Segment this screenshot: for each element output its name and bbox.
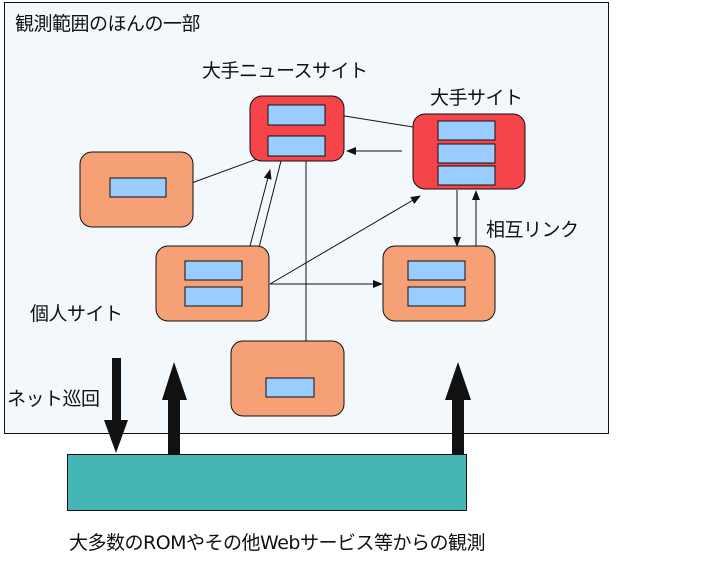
- page-block: [109, 177, 167, 198]
- node-site-bottom[interactable]: [230, 340, 345, 417]
- page-block: [437, 120, 496, 141]
- page-block: [407, 286, 466, 307]
- label-mutual-link: 相互リンク: [486, 219, 579, 241]
- page-block: [437, 143, 496, 164]
- node-personal-site[interactable]: [155, 245, 270, 322]
- label-major-site: 大手サイト: [430, 87, 523, 109]
- link-personal-to-news: [249, 169, 272, 247]
- label-personal-site: 個人サイト: [30, 303, 123, 325]
- arrow-up-left: [162, 362, 187, 454]
- arrow-up-right: [445, 362, 471, 454]
- page-block: [267, 104, 326, 126]
- node-site-right[interactable]: [382, 245, 496, 322]
- label-major-news-site: 大手ニュースサイト: [202, 60, 368, 82]
- arrow-net-patrol-down: [104, 358, 128, 453]
- page-block: [184, 260, 243, 281]
- node-site-top-left[interactable]: [79, 151, 194, 228]
- observer-base-bar: [67, 454, 467, 511]
- bottom-caption: 大多数のROMやその他Webサービス等からの観測: [69, 532, 485, 554]
- link-personal-to-major: [269, 195, 421, 285]
- page-block: [437, 165, 496, 186]
- node-major-news-site[interactable]: [249, 95, 345, 162]
- label-net-patrol: ネット巡回: [7, 388, 100, 410]
- observation-arrows: [104, 358, 471, 454]
- node-major-site[interactable]: [412, 113, 526, 190]
- region-title: 観測範囲のほんの一部: [15, 13, 201, 35]
- page-block: [407, 260, 466, 281]
- page-block: [265, 377, 315, 398]
- page-block: [184, 286, 243, 307]
- page-block: [267, 135, 326, 157]
